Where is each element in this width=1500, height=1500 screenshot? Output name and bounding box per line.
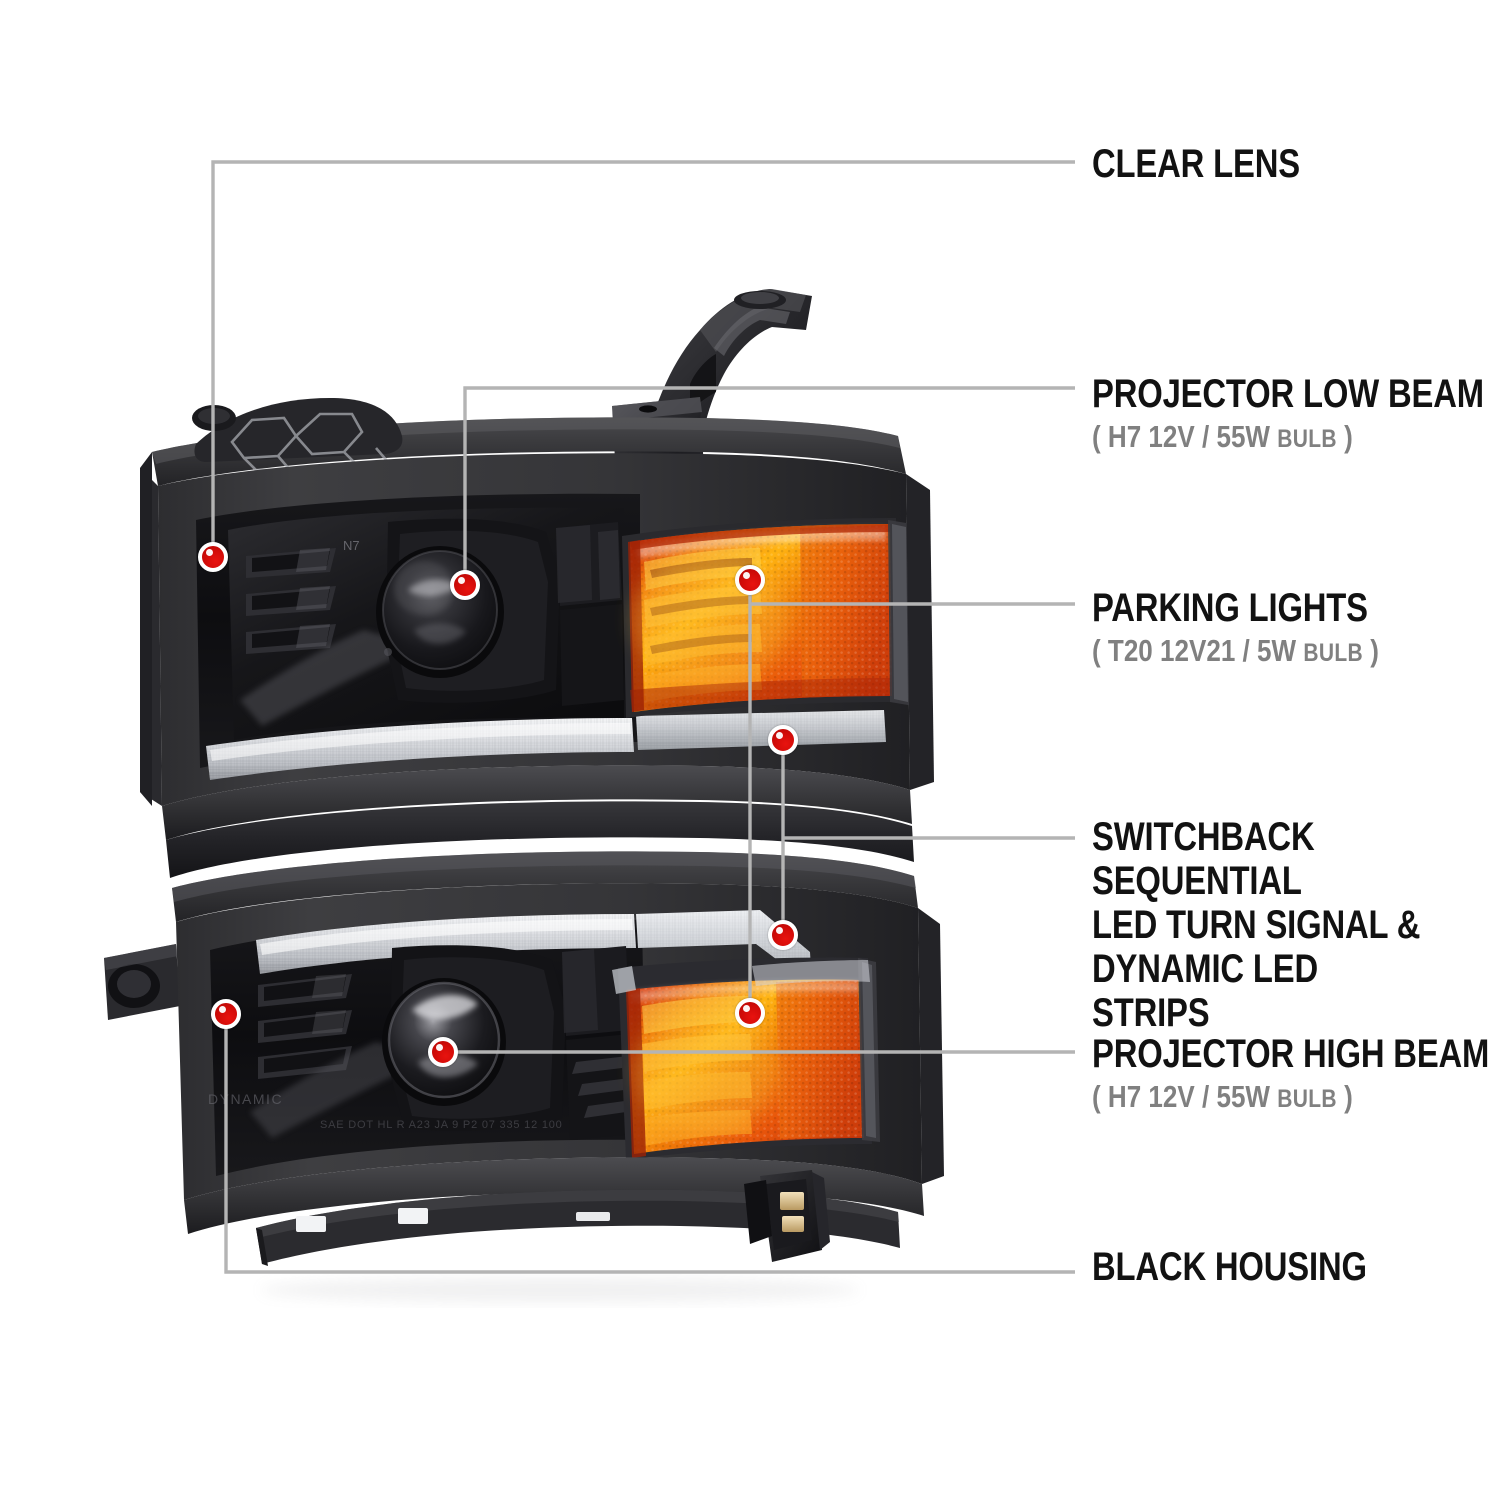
high-beam-spec-tail: ): [1336, 1079, 1353, 1114]
callout-label-parking-lights: PARKING LIGHTS ( T20 12V21 / 5W BULB ): [1092, 586, 1434, 671]
callout-title-switchback-line2: LED TURN SIGNAL &: [1092, 903, 1421, 947]
lens-slot-vents: [246, 548, 336, 654]
callout-label-projector-low-beam: PROJECTOR LOW BEAM ( H7 12V / 55W BULB ): [1092, 372, 1500, 457]
high-beam-bulb-word: BULB: [1277, 1085, 1337, 1113]
callout-dot-switchback-lower[interactable]: [768, 920, 798, 950]
callout-dot-parking-upper[interactable]: [735, 565, 765, 595]
wiring-connector: [744, 1170, 830, 1262]
lower-left-mounting-ear: [104, 944, 180, 1020]
callout-sub-parking-lights: ( T20 12V21 / 5W BULB ): [1092, 633, 1379, 671]
high-beam-spec-text: ( H7 12V / 55W: [1092, 1079, 1278, 1114]
callout-label-projector-high-beam: PROJECTOR HIGH BEAM ( H7 12V / 55W BULB …: [1092, 1032, 1500, 1117]
parking-spec-tail: ): [1362, 633, 1379, 668]
low-beam-spec-text: ( H7 12V / 55W: [1092, 419, 1278, 454]
low-beam-bulb-word: BULB: [1277, 425, 1337, 453]
callout-label-clear-lens: CLEAR LENS: [1092, 142, 1346, 186]
low-beam-spec-tail: ): [1336, 419, 1353, 454]
callout-dot-black-housing[interactable]: [211, 999, 241, 1029]
callout-title-high-beam: PROJECTOR HIGH BEAM: [1092, 1032, 1490, 1076]
callout-label-switchback: SWITCHBACK SEQUENTIAL LED TURN SIGNAL & …: [1092, 815, 1500, 1035]
upper-clear-led-strip: [206, 718, 634, 780]
upper-headlight-unit: N7: [140, 289, 934, 840]
callout-label-black-housing: BLACK HOUSING: [1092, 1245, 1427, 1289]
housing-marking-n7: N7: [343, 538, 360, 553]
callout-dot-parking-lower[interactable]: [735, 998, 765, 1028]
upper-bottom-rail: [162, 765, 912, 840]
right-reflector-panels: [556, 522, 624, 706]
callout-title-black-housing: BLACK HOUSING: [1092, 1245, 1367, 1289]
callout-title-parking-lights: PARKING LIGHTS: [1092, 586, 1368, 630]
upper-amber-parking-lens: [622, 518, 898, 718]
parking-spec-text: ( T20 12V21 / 5W: [1092, 633, 1304, 668]
callout-dot-high-beam[interactable]: [428, 1037, 458, 1067]
callout-title-switchback-line3: DYNAMIC LED STRIPS: [1092, 947, 1318, 1035]
callout-dot-switchback-upper[interactable]: [768, 725, 798, 755]
callout-dot-clear-lens[interactable]: [198, 542, 228, 572]
lower-amber-parking-lens: [618, 957, 872, 1160]
middle-divider: [166, 801, 914, 878]
callout-title-clear-lens: CLEAR LENS: [1092, 142, 1300, 186]
callout-title-switchback-line1: SWITCHBACK SEQUENTIAL: [1092, 815, 1315, 903]
callout-title-low-beam: PROJECTOR LOW BEAM: [1092, 372, 1484, 416]
callout-sub-low-beam: ( H7 12V / 55W BULB ): [1092, 419, 1493, 457]
housing-marking-code: SAE DOT HL R A23 JA 9 P2 07 335 12 100: [320, 1119, 563, 1131]
parking-bulb-word: BULB: [1303, 639, 1363, 667]
callout-dot-low-beam[interactable]: [450, 570, 480, 600]
housing-marking-dynamic: DYNAMIC: [208, 1091, 283, 1107]
callout-sub-high-beam: ( H7 12V / 55W BULB ): [1092, 1079, 1499, 1117]
